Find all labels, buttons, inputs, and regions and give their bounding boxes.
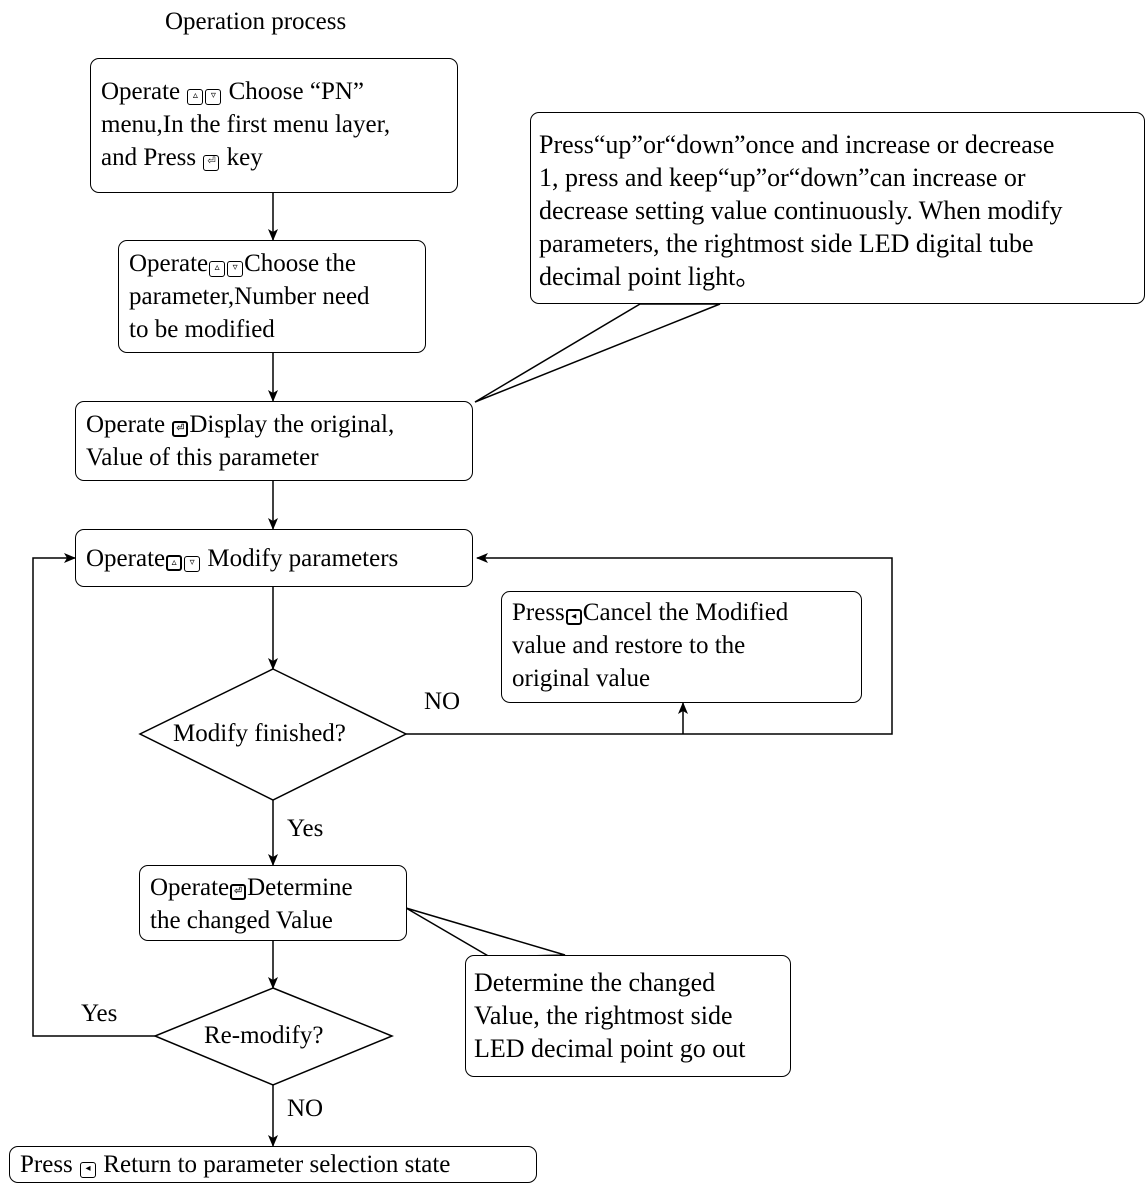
- step-text: to be modified: [129, 316, 275, 343]
- step-display-original: Operate ⏎Display the original, Value of …: [75, 401, 473, 481]
- note-line: LED decimal point go out: [474, 1034, 746, 1063]
- step-operate-label: Operate: [129, 250, 209, 277]
- callout-tail-determine-note: [405, 907, 566, 958]
- step-text: Cancel the Modified: [582, 599, 789, 626]
- diagram-title: Operation process: [165, 8, 347, 35]
- loop-yes-back-to-modify: [32, 553, 155, 1037]
- step-text: Display the original,: [189, 411, 395, 438]
- decision-remodify: Re-modify?: [204, 1022, 324, 1049]
- step-text: and Press: [101, 144, 197, 171]
- diamond-modify-finished: [138, 668, 408, 801]
- note-line: decimal point light。: [539, 262, 762, 291]
- left-arrow-key-icon: ◂: [565, 609, 582, 625]
- left-arrow-key-icon: ◂: [80, 1162, 97, 1178]
- step-determine-value: Operate⏎Determine the changed Value: [139, 865, 407, 941]
- down-arrow-key-icon: ▿: [205, 89, 222, 105]
- step-text: parameter,Number need: [129, 283, 370, 310]
- step-operate-label: Operate: [86, 545, 166, 572]
- enter-key-icon: ⏎: [172, 421, 189, 437]
- note-line: 1, press and keep“up”or“down”can increas…: [539, 163, 1026, 192]
- branch-label-no: NO: [424, 688, 461, 715]
- callout-determine-note: Determine the changed Value, the rightmo…: [465, 955, 791, 1077]
- branch-label-no: NO: [287, 1095, 324, 1122]
- step-text: Choose “PN”: [228, 78, 365, 105]
- up-arrow-key-icon: ▵: [209, 261, 226, 277]
- diamond-remodify: [153, 987, 394, 1086]
- step-choose-parameter: Operate▵▿Choose the parameter,Number nee…: [118, 240, 426, 353]
- step-return-selection: Press ◂ Return to parameter selection st…: [9, 1146, 537, 1183]
- step-text: Choose the: [244, 250, 356, 277]
- step-text: original value: [512, 665, 651, 692]
- down-arrow-key-icon: ▿: [227, 261, 244, 277]
- step-text: Return to parameter selection state: [103, 1151, 451, 1178]
- callout-tail-press-note: [474, 303, 721, 403]
- note-line: Determine the changed: [474, 968, 716, 997]
- step-operate-label: Operate: [86, 411, 166, 438]
- step-text: value and restore to the: [512, 632, 746, 659]
- step-text: Modify parameters: [207, 545, 399, 572]
- step-operate-label: Operate: [150, 874, 230, 901]
- note-line: Press“up”or“down”once and increase or de…: [539, 130, 1055, 159]
- step-text: Value of this parameter: [86, 444, 319, 471]
- branch-label-yes: Yes: [287, 815, 324, 842]
- up-arrow-key-icon: ▵: [187, 89, 204, 105]
- step-choose-pn-menu: Operate ▵▿ Choose “PN” menu,In the first…: [90, 58, 458, 193]
- enter-key-icon: ⏎: [203, 155, 220, 171]
- step-text: key: [226, 144, 263, 171]
- note-line: Value, the rightmost side: [474, 1001, 733, 1030]
- enter-key-icon: ⏎: [230, 884, 247, 900]
- down-arrow-key-icon: ▿: [184, 556, 201, 572]
- step-text: menu,In the first menu layer,: [101, 111, 391, 138]
- note-line: parameters, the rightmost side LED digit…: [539, 229, 1034, 258]
- step-text: Press: [512, 599, 565, 626]
- step-cancel-modified: Press◂Cancel the Modified value and rest…: [501, 591, 862, 703]
- step-text: the changed Value: [150, 907, 333, 934]
- decision-modify-finished: Modify finished?: [173, 720, 346, 747]
- note-line: decrease setting value continuously. Whe…: [539, 196, 1063, 225]
- branch-label-yes: Yes: [81, 1000, 118, 1027]
- step-modify-parameters: Operate▵▿ Modify parameters: [75, 529, 473, 587]
- step-text: Press: [20, 1151, 73, 1178]
- step-operate-label: Operate: [101, 78, 181, 105]
- up-arrow-key-icon: ▵: [166, 555, 183, 571]
- loop-no-back-to-modify: [406, 553, 893, 735]
- step-text: Determine: [247, 874, 353, 901]
- callout-press-note: Press“up”or“down”once and increase or de…: [530, 112, 1145, 304]
